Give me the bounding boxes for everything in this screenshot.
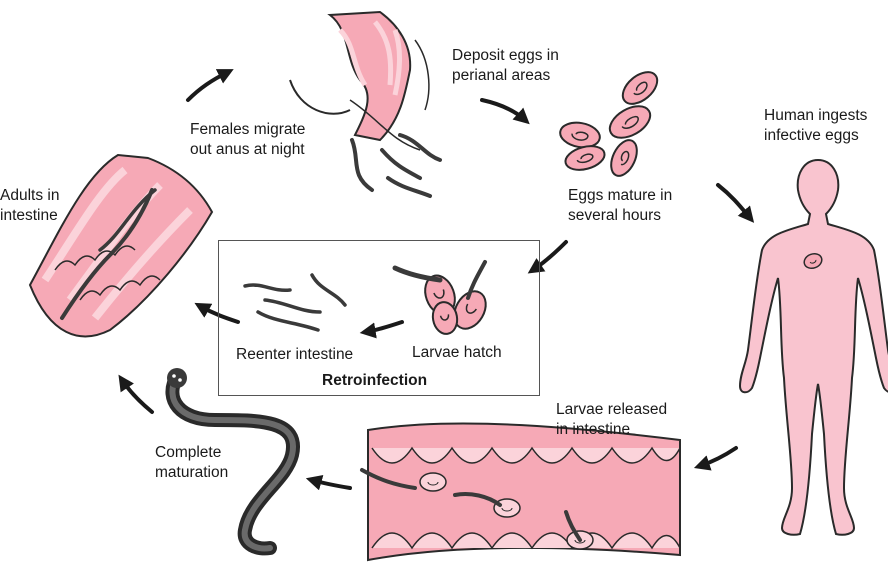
human-body-illustration: [738, 158, 888, 536]
stomach-egg: [803, 252, 823, 270]
adult-worm: [98, 188, 157, 252]
arrow-eggs-to-hatch: [527, 240, 568, 274]
arrow-females-to-eggs: [480, 98, 530, 125]
arrow-eggs-to-human: [716, 183, 755, 223]
arrow-maturation-to-adults: [118, 374, 154, 414]
female-worm: [386, 176, 432, 198]
larva: [360, 468, 417, 490]
complete-maturation-label: Complete maturation: [155, 444, 229, 481]
larva: [564, 510, 582, 542]
arrow-hatch-to-reenter: [359, 320, 404, 339]
larvae-hatch-label: Larvae hatch: [412, 344, 502, 361]
lower-intestine-illustration: [360, 422, 681, 562]
female-worm: [350, 138, 374, 192]
eggs-mature-label: Eggs mature in several hours: [568, 187, 673, 224]
deposit-eggs-label: Deposit eggs in perianal areas: [452, 47, 559, 84]
female-worm: [380, 148, 422, 180]
retroinfection-illustration: [243, 260, 487, 335]
reentering-larva: [263, 298, 322, 314]
females-migrate-label: Females migrate out anus at night: [190, 121, 306, 158]
retroinfection-box: [218, 240, 540, 396]
arrow-human-to-larvae: [693, 446, 738, 471]
mature-worm-illustration: [165, 368, 300, 556]
arrow-adults-to-females: [186, 69, 234, 102]
adult-worm: [60, 188, 154, 320]
female-worm: [398, 133, 442, 162]
reentering-larva: [243, 283, 292, 292]
hatching-larva: [466, 260, 487, 300]
hatching-larva: [392, 265, 443, 283]
adults-label: Adults in intestine: [0, 187, 60, 224]
larva: [453, 492, 502, 507]
flow-arrows: [118, 69, 755, 491]
reenter-intestine-label: Reenter intestine: [236, 346, 354, 363]
larvae-released-label: Larvae released in intestine: [556, 401, 668, 438]
adults-intestine-illustration: [28, 153, 214, 338]
human-ingests-label: Human ingests infective eggs: [764, 107, 868, 144]
perianal-illustration: [289, 10, 442, 198]
eggs-illustration: [559, 71, 659, 177]
arrow-reenter-to-adults: [194, 302, 240, 324]
retroinfection-title: Retroinfection: [322, 372, 428, 389]
reentering-larva: [310, 273, 347, 307]
arrow-larvae-to-maturation: [305, 474, 352, 491]
reentering-larva: [256, 310, 320, 332]
